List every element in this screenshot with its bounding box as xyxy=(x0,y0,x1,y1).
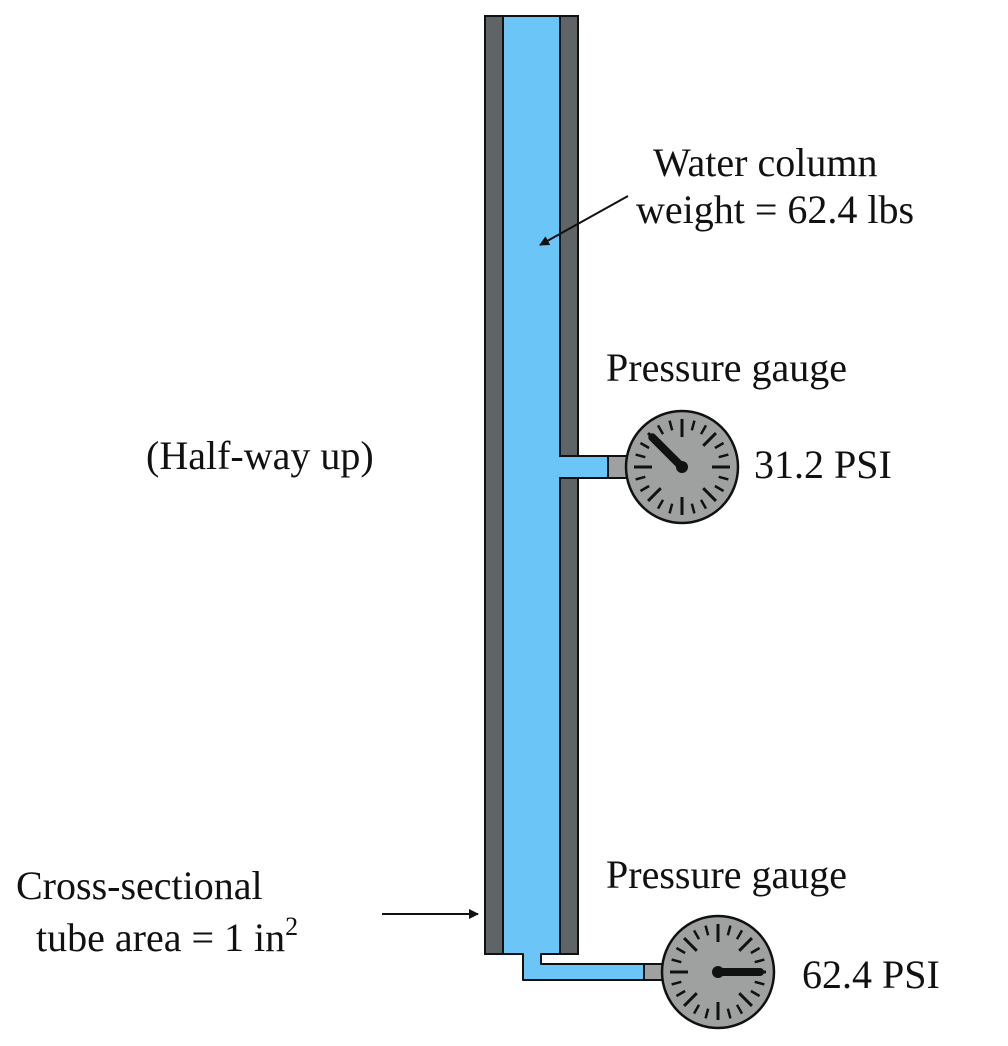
gauge-tick xyxy=(718,453,729,459)
gauge-tick xyxy=(682,936,698,952)
gauge-tick xyxy=(714,484,725,493)
pressure-gauge-bottom xyxy=(660,914,776,1030)
gauge-tick xyxy=(750,989,761,998)
gauge-tick xyxy=(699,424,708,435)
gauge-tick xyxy=(699,499,708,510)
bottom-gauge-reading: 62.4 PSI xyxy=(802,952,940,997)
gauge-tick xyxy=(702,487,718,503)
gauge-tick xyxy=(718,475,729,481)
gauge-needle xyxy=(648,433,686,471)
bottom-gauge-title: Pressure gauge xyxy=(606,852,847,897)
gauge-tick xyxy=(668,420,674,431)
gauge-tick xyxy=(750,946,761,955)
cross-section-label-line2: tube area = 1 in2 xyxy=(36,912,298,960)
gauge-tick xyxy=(646,487,662,503)
water-column-label-line2: weight = 62.4 lbs xyxy=(636,187,914,232)
gauge-tick xyxy=(754,958,765,964)
mid-gauge-title: Pressure gauge xyxy=(606,345,847,390)
gauge-tick xyxy=(675,946,686,955)
gauge-tick xyxy=(738,992,754,1008)
gauge-tick xyxy=(692,1004,701,1015)
gauge-tick xyxy=(704,1008,710,1019)
tube-wall-right-lower xyxy=(559,477,579,955)
gauge-tick xyxy=(690,503,696,514)
gauge-tick xyxy=(671,958,682,964)
gauge-tick xyxy=(702,431,718,447)
gauge-tick xyxy=(690,420,696,431)
gauge-tick xyxy=(675,989,686,998)
gauge-tick xyxy=(656,424,665,435)
gauge-pivot xyxy=(676,461,688,473)
gauge-tick xyxy=(738,936,754,952)
gauge-tick xyxy=(735,929,744,940)
water-column-arrow xyxy=(539,195,629,246)
water-column-label-line1: Water column xyxy=(653,140,877,185)
pressure-gauge-mid xyxy=(624,409,740,525)
gauge-tick xyxy=(656,499,665,510)
gauge-tick xyxy=(635,453,646,459)
gauge-tick xyxy=(682,992,698,1008)
cross-section-superscript: 2 xyxy=(285,912,298,941)
gauge-tick xyxy=(714,441,725,450)
gauge-tick xyxy=(639,441,650,450)
gauge-tick xyxy=(754,980,765,986)
gauge-tick xyxy=(735,1004,744,1015)
cross-section-label-text: tube area = 1 in xyxy=(36,915,285,960)
tube-wall-left xyxy=(484,15,504,955)
gauge-tick xyxy=(704,925,710,936)
cross-section-label-line1: Cross-sectional xyxy=(16,863,263,908)
gauge-tick xyxy=(671,980,682,986)
gauge-pivot xyxy=(712,966,724,978)
mid-gauge-reading: 31.2 PSI xyxy=(754,442,892,487)
gauge-tick xyxy=(635,475,646,481)
half-way-label: (Half-way up) xyxy=(146,433,374,478)
gauge-dial-ticks xyxy=(634,419,730,515)
gauge-tick xyxy=(639,484,650,493)
gauge-tick xyxy=(692,929,701,940)
gauge-tick xyxy=(726,1008,732,1019)
tube-wall-right-upper xyxy=(559,15,579,457)
mid-water-branch xyxy=(556,456,612,478)
gauge-tick xyxy=(726,925,732,936)
gauge-tick xyxy=(668,503,674,514)
